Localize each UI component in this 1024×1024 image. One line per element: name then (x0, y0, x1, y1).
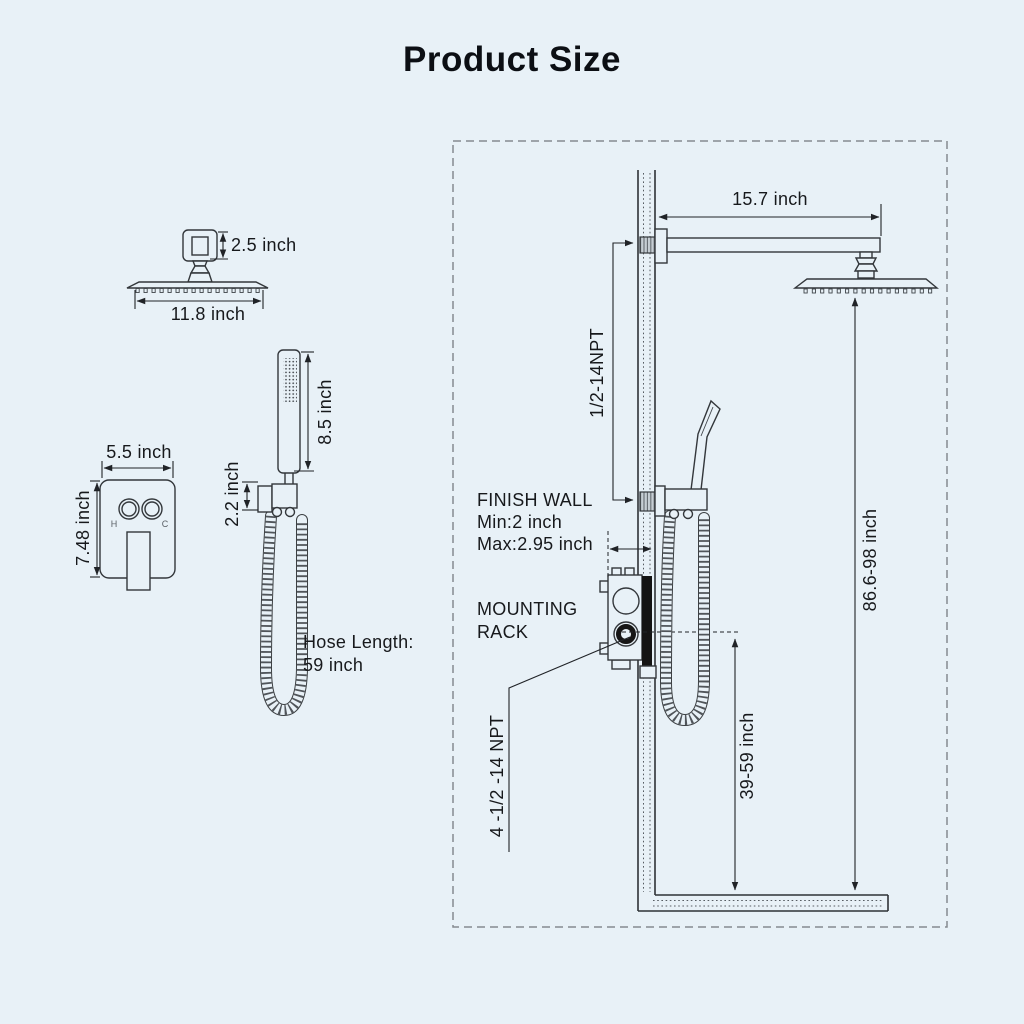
finish-wall-line2: Min:2 inch (477, 512, 563, 532)
wall-and-floor (637, 170, 889, 912)
installation-drawing (452, 140, 948, 928)
head-height-range-label: 86.6-98 inch (860, 508, 880, 612)
valve-thread-label: 4 -1/2 -14 NPT (487, 714, 507, 838)
overhead-nozzles (135, 288, 260, 293)
arm-thread-label: 1/2-14NPT (587, 328, 607, 418)
mounting-rack-note: MOUNTING RACK (477, 598, 577, 644)
overhead-shower-drawing (126, 229, 269, 309)
holder-height-label: 2.2 inch (222, 461, 242, 527)
in-wall-valve-drawing (508, 567, 738, 852)
rain-head-nozzles (803, 288, 933, 294)
arm-length-label: 15.7 inch (732, 189, 808, 209)
hose-length-label: Hose Length: 59 inch (303, 631, 414, 677)
finish-wall-line1: FINISH WALL (477, 490, 593, 510)
overhead-connector-height-label: 2.5 inch (231, 235, 297, 255)
dashed-frame (452, 140, 948, 928)
mounting-rack-line1: MOUNTING (477, 599, 578, 619)
hand-shower-drawing (242, 349, 314, 717)
installation-dimensions (607, 239, 859, 891)
finish-wall-line3: Max:2.95 inch (477, 534, 593, 554)
overhead-head-width-label: 11.8 inch (170, 304, 246, 324)
cold-marking: C (161, 519, 169, 529)
hot-marking: H (110, 519, 118, 529)
wand-height-label: 8.5 inch (315, 379, 335, 445)
page-title: Product Size (403, 40, 621, 79)
spray-face (283, 358, 297, 402)
hose-length-line2: 59 inch (303, 655, 364, 675)
valve-trim-drawing (90, 461, 176, 591)
valve-width-label: 5.5 inch (106, 442, 172, 462)
valve-height-range-label: 39-59 inch (737, 712, 757, 800)
valve-height-label: 7.48 inch (73, 490, 93, 566)
mounting-plate (642, 576, 652, 666)
shower-arm-and-head (639, 204, 939, 294)
wall-hand-shower-drawing (639, 399, 721, 727)
mounting-rack-line2: RACK (477, 622, 529, 642)
finish-wall-note: FINISH WALL Min:2 inch Max:2.95 inch (477, 489, 593, 555)
hose-length-line1: Hose Length: (303, 632, 414, 652)
